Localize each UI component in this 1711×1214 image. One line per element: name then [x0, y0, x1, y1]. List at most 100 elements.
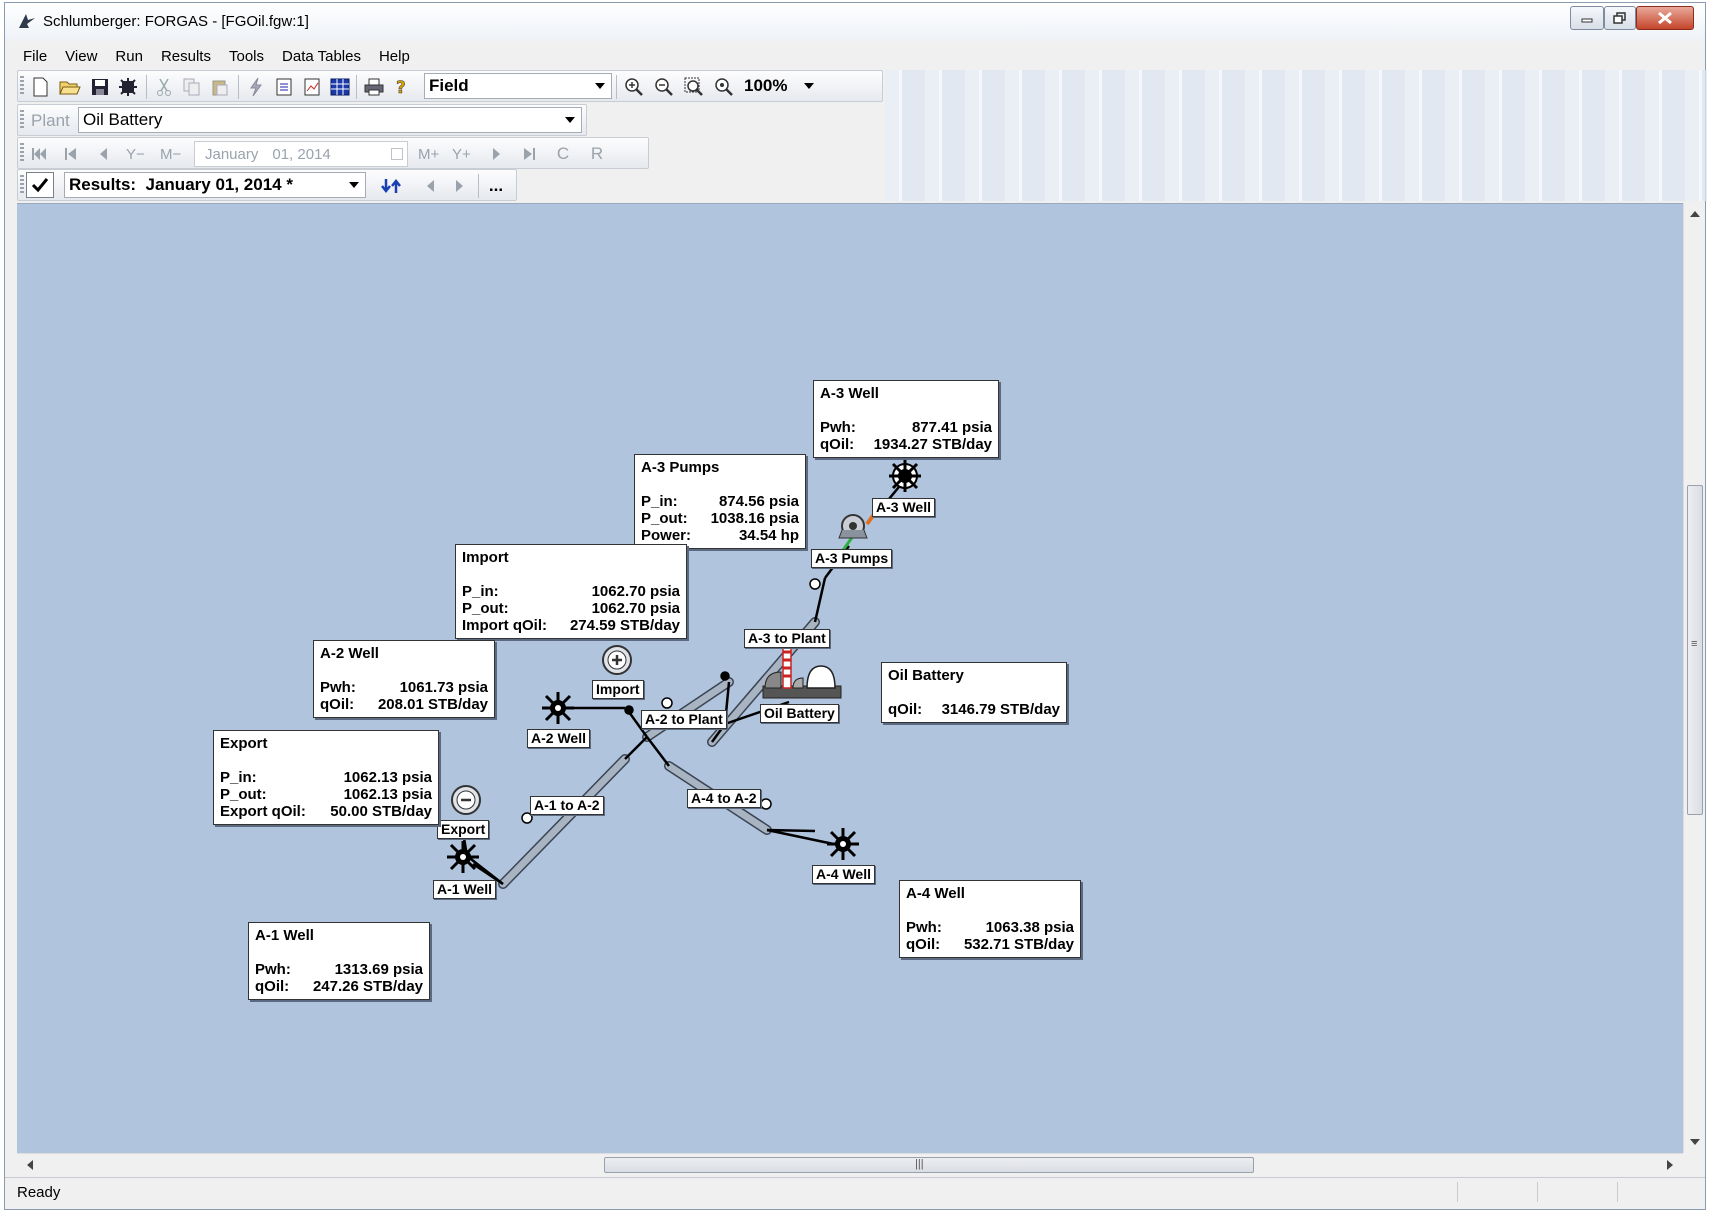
info-box-title: Oil Battery: [888, 667, 964, 684]
label-a2-well[interactable]: A-2 Well: [527, 729, 590, 748]
info-row: qOil:1934.27 STB/day: [820, 436, 992, 453]
calendar-checkbox[interactable]: [391, 148, 403, 160]
import-symbol[interactable]: [602, 645, 632, 675]
a2-well-symbol[interactable]: [542, 692, 574, 724]
zoom-in-button[interactable]: [622, 75, 646, 99]
menu-help[interactable]: Help: [378, 47, 410, 65]
menu-file[interactable]: File: [23, 47, 48, 65]
a3-pump-symbol[interactable]: [838, 514, 868, 539]
oil-battery-plant-symbol[interactable]: [762, 643, 842, 699]
a4-well-symbol[interactable]: [827, 828, 859, 860]
paste-icon: [212, 80, 228, 96]
vertical-scroll-thumb[interactable]: ≡: [1687, 485, 1703, 815]
label-a4-to-a2[interactable]: A-4 to A-2: [687, 789, 761, 808]
print-button[interactable]: [362, 75, 386, 99]
paste-button[interactable]: [208, 75, 232, 99]
info-box-export[interactable]: Export P_in:1062.13 psia P_out:1062.13 p…: [213, 730, 439, 825]
scroll-up-icon[interactable]: [1690, 211, 1700, 217]
next-day-button[interactable]: [484, 141, 510, 167]
save-icon: [92, 79, 108, 95]
minimize-button[interactable]: [1570, 6, 1604, 30]
label-a2-to-plant[interactable]: A-2 to Plant: [641, 710, 727, 729]
zoom-reset-button[interactable]: [712, 75, 736, 99]
label-a1-well[interactable]: A-1 Well: [433, 880, 496, 899]
results-select[interactable]: Results: January 01, 2014 *: [64, 172, 366, 198]
previous-result-button[interactable]: [418, 174, 442, 198]
chart-button[interactable]: [300, 75, 324, 99]
menu-tools[interactable]: Tools: [228, 47, 265, 65]
label-a3-well[interactable]: A-3 Well: [872, 498, 935, 517]
month-minus-button[interactable]: M−: [160, 145, 182, 163]
previous-day-button[interactable]: [90, 141, 116, 167]
info-box-import[interactable]: Import P_in:1062.70 psia P_out:1062.70 p…: [455, 544, 687, 639]
menu-data-tables[interactable]: Data Tables: [282, 47, 361, 65]
info-box-oil-battery[interactable]: Oil Battery qOil:3146.79 STB/day: [881, 662, 1067, 723]
close-button[interactable]: [1636, 6, 1694, 30]
open-file-button[interactable]: [58, 75, 82, 99]
zoom-fit-button[interactable]: [682, 75, 706, 99]
label-export[interactable]: Export: [437, 820, 490, 839]
toolbar-grip[interactable]: [20, 110, 24, 130]
vertical-scrollbar[interactable]: ≡: [1683, 203, 1705, 1153]
previous-period-button[interactable]: [58, 141, 84, 167]
copy-button[interactable]: [180, 75, 204, 99]
apply-results-button[interactable]: [26, 172, 54, 198]
menu-view[interactable]: View: [65, 47, 98, 65]
horizontal-scroll-thumb[interactable]: |||: [604, 1157, 1254, 1173]
a1-well-symbol[interactable]: [447, 841, 479, 873]
a3-well-symbol[interactable]: [889, 460, 921, 492]
info-box-a1-well[interactable]: A-1 Well Pwh:1313.69 psia qOil:247.26 ST…: [248, 922, 430, 1000]
help-button[interactable]: ?: [390, 75, 414, 99]
plant-select[interactable]: Oil Battery: [78, 107, 582, 133]
menu-run[interactable]: Run: [115, 47, 143, 65]
menu-results[interactable]: Results: [160, 47, 211, 65]
zoom-level-select[interactable]: 100%: [740, 73, 820, 99]
info-box-a4-well[interactable]: A-4 Well Pwh:1063.38 psia qOil:532.71 ST…: [899, 880, 1081, 958]
year-minus-button[interactable]: Y−: [126, 145, 145, 163]
toolbar-grip[interactable]: [20, 76, 24, 96]
scroll-right-icon[interactable]: [1667, 1160, 1673, 1170]
save-all-button[interactable]: [116, 75, 140, 99]
info-box-a3-well[interactable]: A-3 Well Pwh:877.41 psia qOil:1934.27 ST…: [813, 380, 999, 458]
report-button[interactable]: [272, 75, 296, 99]
label-a1-to-a2[interactable]: A-1 to A-2: [530, 796, 604, 815]
view-mode-select[interactable]: Field: [424, 73, 612, 99]
label-import[interactable]: Import: [592, 680, 644, 699]
scroll-left-icon[interactable]: [27, 1160, 33, 1170]
year-plus-button[interactable]: Y+: [452, 145, 471, 163]
last-date-button[interactable]: [516, 141, 542, 167]
label-a3-pumps[interactable]: A-3 Pumps: [811, 549, 893, 568]
info-box-a3-pumps[interactable]: A-3 Pumps P_in:874.56 psia P_out:1038.16…: [634, 454, 806, 549]
horizontal-scrollbar[interactable]: |||: [17, 1153, 1683, 1175]
label-a3-to-plant[interactable]: A-3 to Plant: [744, 629, 830, 648]
pipe-a1-to-a2[interactable]: [498, 754, 630, 889]
info-row: P_out:1062.70 psia: [462, 600, 680, 617]
first-date-button[interactable]: [26, 141, 52, 167]
next-result-button[interactable]: [448, 174, 472, 198]
r-button[interactable]: R: [590, 144, 604, 163]
view-mode-value: Field: [429, 76, 469, 95]
new-file-button[interactable]: [28, 75, 52, 99]
toolbar-grip[interactable]: [20, 175, 24, 195]
more-button[interactable]: ...: [488, 176, 504, 195]
toolbar-grip[interactable]: [20, 143, 24, 163]
c-button[interactable]: C: [556, 144, 570, 163]
table-button[interactable]: [328, 75, 352, 99]
cut-button[interactable]: [152, 75, 176, 99]
scroll-down-icon[interactable]: [1690, 1139, 1700, 1145]
info-box-title: Export: [220, 735, 268, 752]
label-oil-battery[interactable]: Oil Battery: [760, 704, 839, 723]
maximize-button[interactable]: [1604, 6, 1636, 30]
save-button[interactable]: [88, 75, 112, 99]
date-picker[interactable]: January 01, 2014: [194, 141, 408, 167]
plant-toolbar: Plant Oil Battery: [17, 104, 587, 136]
network-canvas[interactable]: A-3 Well A-3 Pumps A-3 to Plant Import O…: [17, 203, 1683, 1153]
run-button[interactable]: [244, 75, 268, 99]
zoom-out-button[interactable]: [652, 75, 676, 99]
zoom-out-icon: [655, 78, 673, 96]
info-box-a2-well[interactable]: A-2 Well Pwh:1061.73 psia qOil:208.01 ST…: [313, 640, 495, 718]
export-symbol[interactable]: [451, 785, 481, 815]
month-plus-button[interactable]: M+: [418, 145, 440, 163]
swap-results-button[interactable]: [380, 174, 404, 198]
label-a4-well[interactable]: A-4 Well: [812, 865, 875, 884]
